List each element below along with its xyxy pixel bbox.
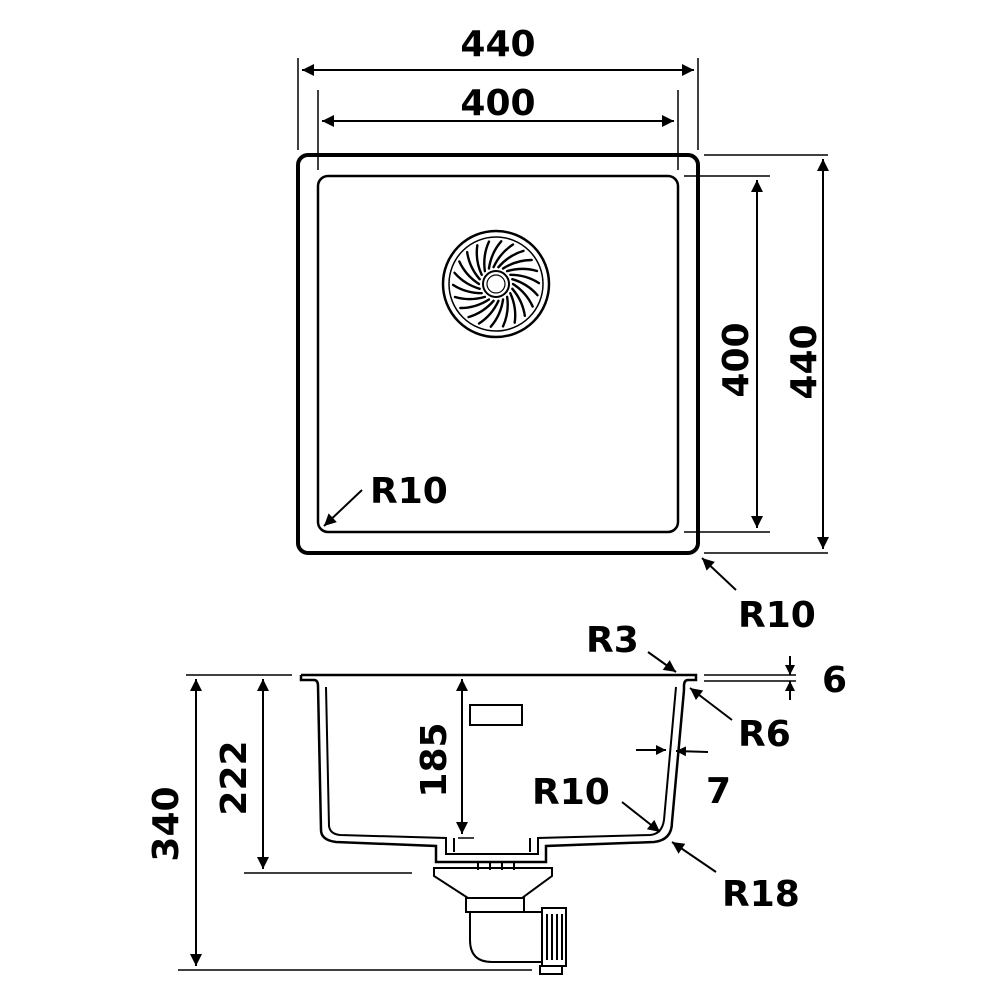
bottom-inner-radius-label: R10 [532,772,610,813]
strainer-slot [451,283,483,295]
rim-thickness-label: 6 [822,660,847,701]
strainer-slot [453,295,487,301]
bowl-inner-profile [325,686,677,855]
sink-rim [299,673,698,690]
strainer-slot [509,273,541,285]
strainer-slot [477,299,500,325]
section-view: R3 6 R6 7 185 R10 R18 222 340 [146,620,847,975]
strainer-slot [501,295,509,328]
strainer-slot [492,243,515,269]
bottom-outer-radius-leader [671,841,717,873]
outer-depth-label: 440 [784,324,825,399]
rim-inner-radius-leader [689,687,733,721]
strainer-icon [441,229,551,339]
strainer-slot [467,299,495,319]
strainer-slot [511,282,534,308]
strainer-slot [501,258,533,270]
strainer-slot [458,260,481,286]
strainer-slot [483,240,491,273]
strainer-slot [459,298,491,310]
wall-thickness-label: 7 [706,771,731,812]
rim-edge-radius-leader [647,651,677,673]
total-depth-label: 340 [146,786,187,861]
wall-thickness-arrow-right [675,746,709,757]
bottom-inner-radius-leader [621,801,661,833]
drain-fitting [433,838,567,975]
bowl-depth-label: 185 [414,722,455,797]
outer-corner-radius-label: R10 [738,595,816,636]
strainer-slot [453,271,481,290]
inner-corner-radius-label: R10 [370,471,448,512]
strainer-slot [497,249,525,269]
strainer-slot [487,240,503,270]
outer-radius-leader [701,557,737,591]
outer-width-label: 440 [460,24,535,65]
depth-to-bottom-label: 222 [214,740,255,815]
inner-width-label: 400 [460,83,535,124]
strainer-slot [511,278,539,297]
strainer-slot [465,250,481,281]
strainer-slot [505,267,539,273]
section-extension-lines [178,674,796,971]
sink-bowl-outline [316,174,680,534]
inner-radius-leader [323,489,363,527]
strainer-slot [475,244,483,277]
inner-depth-label: 400 [716,322,757,397]
top-view: 440 400 400 440 R10 R10 [296,24,829,636]
rim-edge-radius-label: R3 [586,620,639,661]
extension-lines [297,58,828,554]
rim-inner-radius-label: R6 [738,714,791,755]
bottom-outer-radius-label: R18 [722,874,800,915]
strainer-slot [511,287,527,318]
strainer-slot [509,291,517,324]
overflow-slot [469,704,523,726]
strainer-slot [489,298,505,328]
sink-outer-outline [296,153,700,555]
